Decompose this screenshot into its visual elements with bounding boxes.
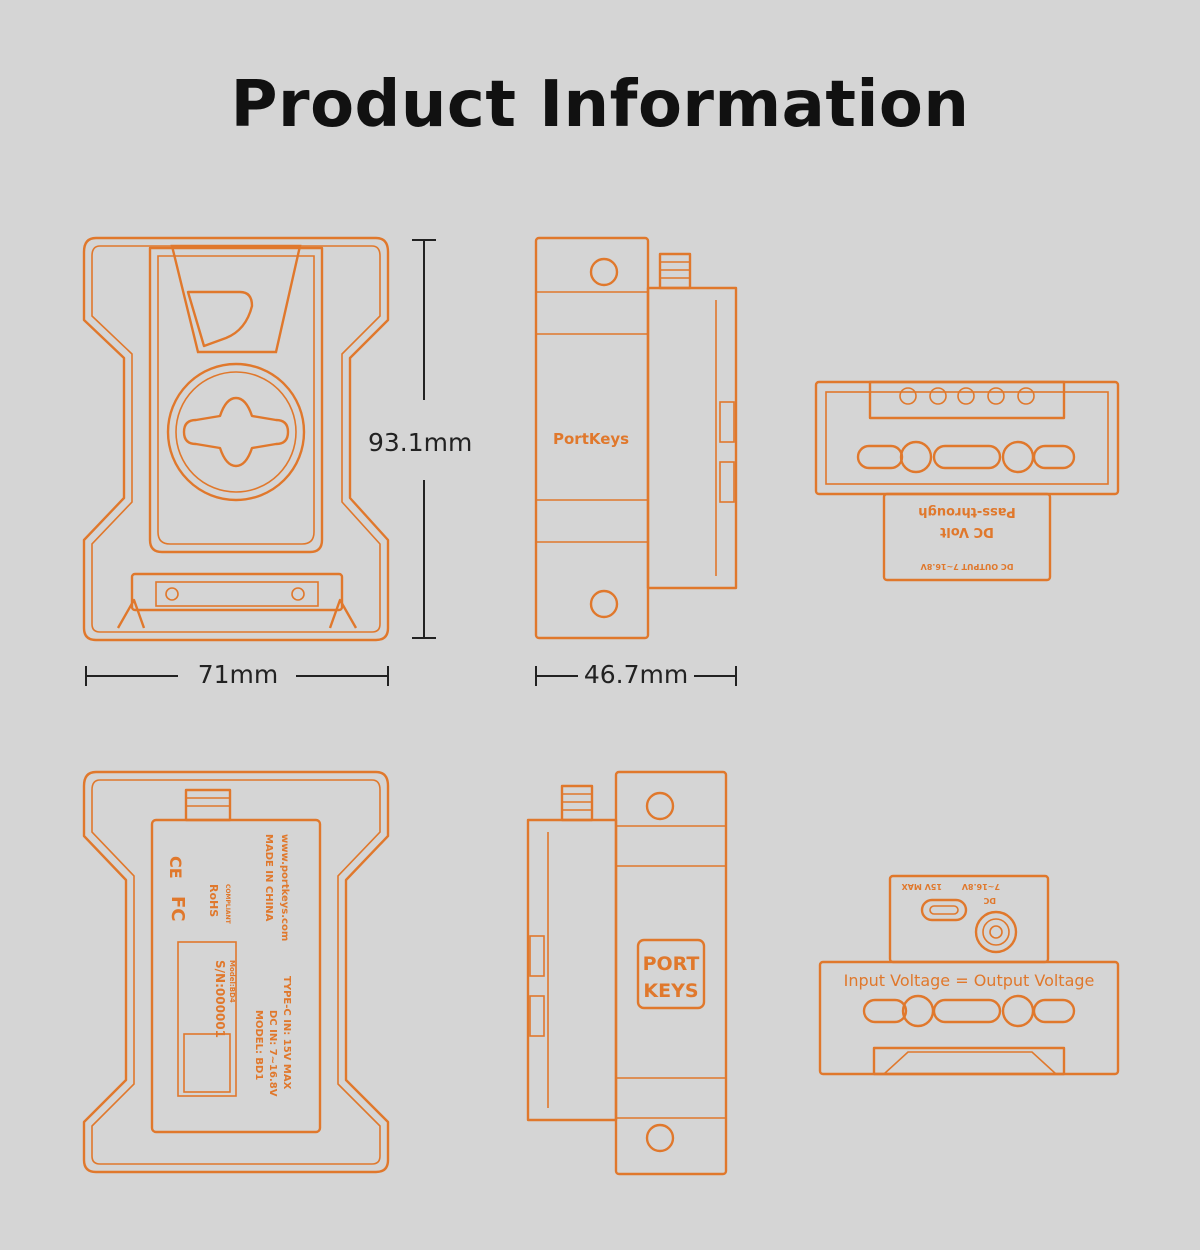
depth-dimension-line	[535, 666, 737, 686]
logo-line1: PORT	[643, 953, 700, 975]
bottom-voltage-label: Input Voltage = Output Voltage	[844, 971, 1095, 990]
back-fc-mark: FC	[167, 896, 188, 922]
top-label-line1: DC Volt	[940, 524, 994, 539]
back-sn: S/N:000001	[213, 960, 227, 1038]
back-dc-in: DC IN: 7~16.8V	[267, 1010, 278, 1097]
bottom-port-right: 7~16.8V	[961, 882, 1000, 891]
side-brand-label: PortKeys	[553, 430, 629, 448]
bottom-dc-label: DC	[983, 896, 996, 905]
back-view: CE FC RoHS COMPLIANT MADE IN CHINA www.p…	[82, 770, 390, 1174]
back-ce-mark: CE	[166, 856, 185, 879]
width-dimension-line	[85, 666, 389, 686]
back-url: www.portkeys.com	[279, 834, 290, 941]
back-rohs-mark: RoHS	[207, 884, 220, 917]
bottom-view: 15V MAX 7~16.8V DC Input Voltage = Outpu…	[818, 874, 1120, 1076]
width-dimension-label: 71mm	[197, 660, 279, 689]
front-view	[82, 236, 390, 642]
back-typec: TYPE-C IN: 15V MAX	[281, 976, 292, 1090]
bottom-port-left: 15V MAX	[901, 882, 942, 891]
depth-dimension-label: 46.7mm	[583, 660, 689, 689]
side-view: PortKeys	[534, 236, 738, 640]
height-dimension-line	[412, 239, 436, 639]
height-dimension-label: 93.1mm	[368, 428, 473, 457]
back-made-in: MADE IN CHINA	[263, 834, 274, 922]
top-view: Pass-through DC Volt DC OUTPUT 7~16.8V	[814, 380, 1120, 582]
logo-line2: KEYS	[643, 980, 698, 1002]
back-model: MODEL: BD1	[253, 1010, 264, 1080]
side-view-2: PORT KEYS	[526, 770, 728, 1176]
top-label-line2: Pass-through	[918, 504, 1015, 519]
back-compliant-mark: COMPLIANT	[224, 884, 231, 925]
top-output-label: DC OUTPUT 7~16.8V	[920, 562, 1014, 571]
back-model-small: Model:BD4	[228, 960, 236, 1003]
page-title: Product Information	[230, 68, 970, 142]
